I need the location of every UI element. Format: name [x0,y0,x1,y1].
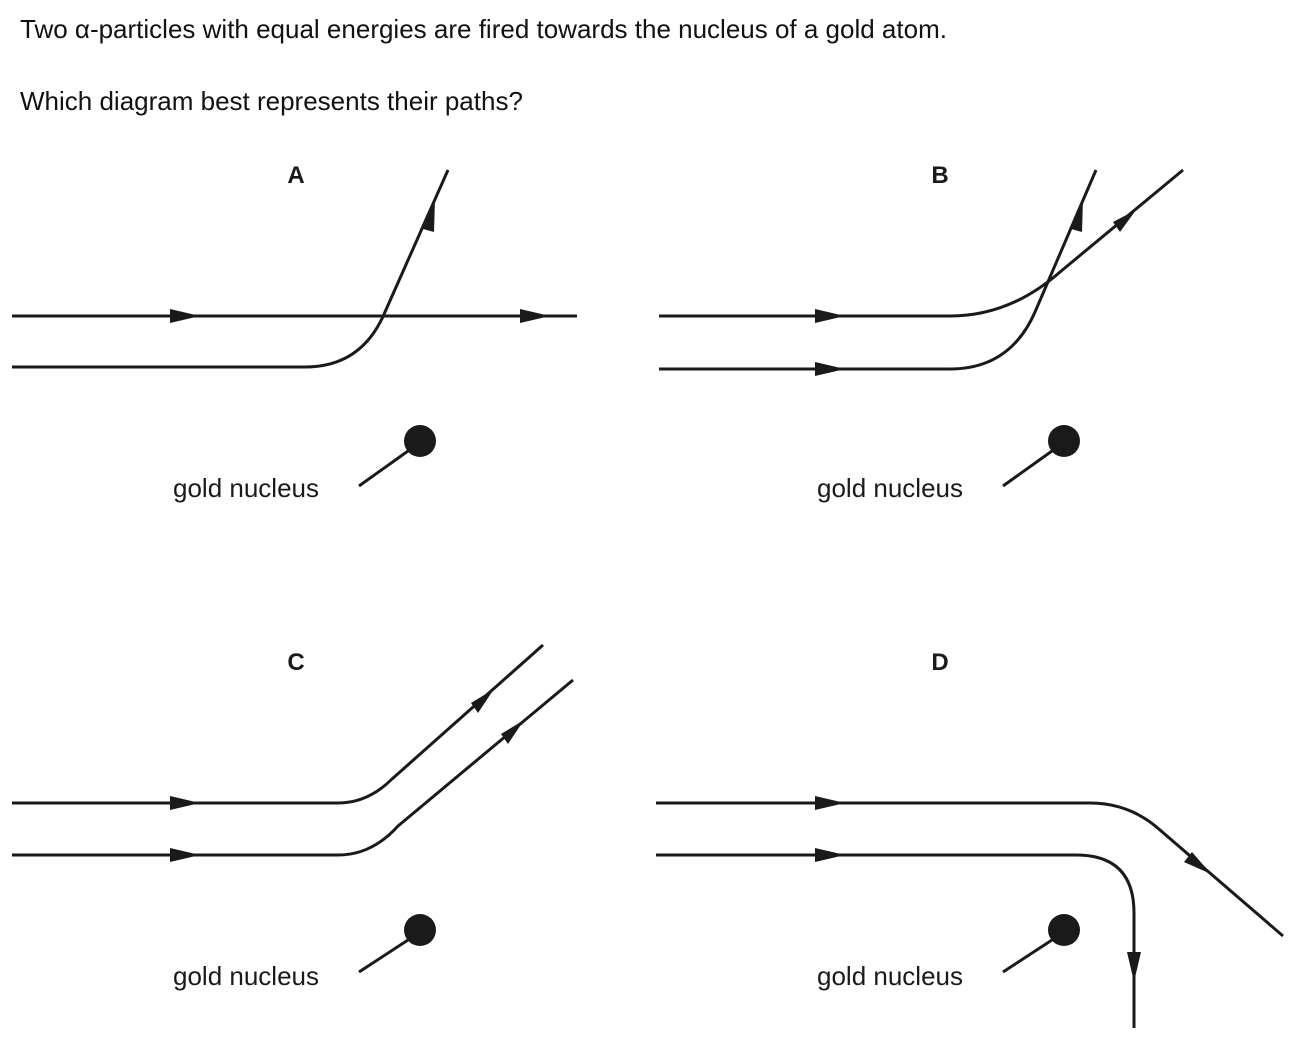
arrowhead [423,199,435,232]
question-prompt: Which diagram best represents their path… [20,86,523,116]
arrowhead [170,848,200,862]
option-b-label-pointer [1002,449,1053,488]
option-c-path-lower [12,678,574,857]
option-a-diagram[interactable]: A gold nucleus [12,162,577,503]
option-c-label-pointer [358,938,409,974]
arrowhead [1127,952,1141,982]
question-text: Two α-particles with equal energies are … [20,14,947,44]
option-d-path-lower [656,853,1136,1028]
option-d-letter: D [931,649,948,676]
option-c-nucleus-label: gold nucleus [173,961,319,991]
option-b-path-lower [659,169,1098,371]
option-a-letter: A [287,162,304,189]
option-d-diagram[interactable]: D gold nucleus [656,649,1284,1028]
option-b-letter: B [931,162,948,189]
arrowhead [170,309,200,323]
option-b-gold-nucleus [1048,425,1080,457]
option-c-diagram[interactable]: C gold nucleus [12,643,574,991]
option-d-nucleus-label: gold nucleus [817,961,963,991]
arrowhead [471,689,494,713]
option-d-path-upper [656,801,1284,938]
arrowhead [815,362,845,376]
arrowhead [520,309,550,323]
option-c-letter: C [287,649,304,676]
option-d-label-pointer [1002,938,1053,974]
option-c-gold-nucleus [404,914,436,946]
arrowhead [815,309,845,323]
option-a-gold-nucleus [404,425,436,457]
arrowhead [815,796,845,810]
arrowhead [815,848,845,862]
arrowhead [1184,852,1211,874]
option-a-path-lower [12,169,450,369]
arrowhead [1071,199,1083,232]
arrowhead [1113,210,1136,232]
option-b-path-upper [659,168,1184,318]
arrowhead [170,796,200,810]
option-a-nucleus-label: gold nucleus [173,473,319,503]
option-b-diagram[interactable]: B gold nucleus [659,162,1184,503]
option-a-label-pointer [358,449,409,488]
arrowhead [501,720,524,744]
option-d-gold-nucleus [1048,914,1080,946]
option-c-path-upper [12,643,544,805]
option-b-nucleus-label: gold nucleus [817,473,963,503]
